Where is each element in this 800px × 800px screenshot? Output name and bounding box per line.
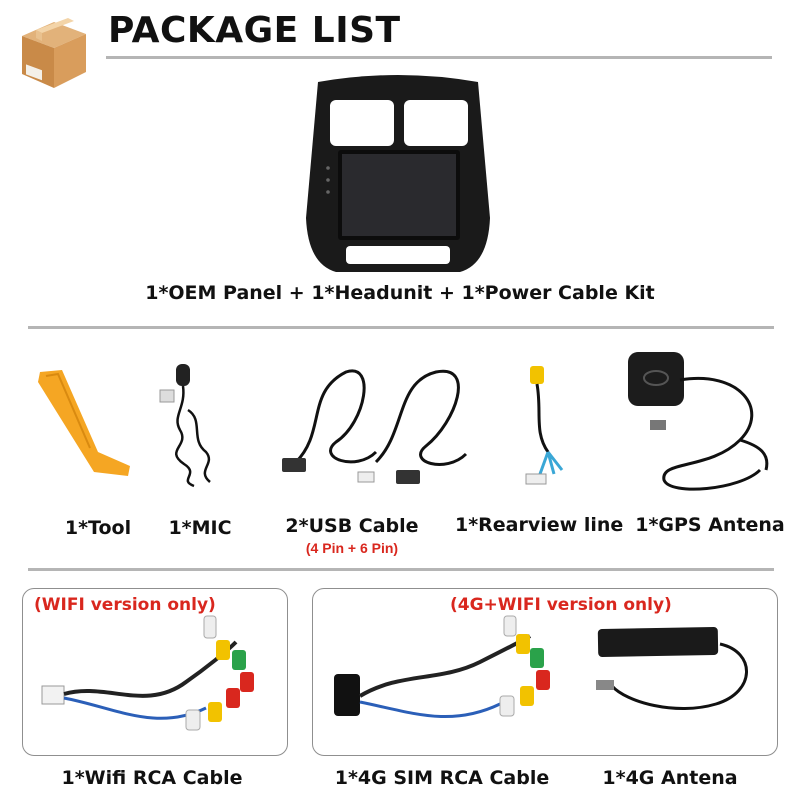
4g-sim-rca-cable-icon — [330, 612, 560, 748]
main-divider — [28, 326, 774, 329]
version-caption-4g-antenna: 1*4G Antena — [602, 767, 738, 789]
page-title: PACKAGE LIST — [108, 10, 401, 51]
usb-cable-icon — [276, 362, 486, 492]
accessory-caption-tool: 1*Tool — [64, 517, 132, 539]
header-divider — [106, 56, 772, 59]
accessory-caption-usb: 2*USB Cable — [285, 515, 419, 537]
accessory-caption-rearview: 1*Rearview line — [455, 514, 624, 536]
rca-cable-icon — [518, 362, 578, 492]
gps-antenna-icon — [620, 350, 776, 496]
wifi-version-note: (WIFI version only) — [34, 595, 216, 615]
accessories-divider — [28, 568, 774, 571]
accessory-caption-gps: 1*GPS Antena — [635, 514, 785, 536]
version-caption-4g-sim-rca: 1*4G SIM RCA Cable — [334, 767, 550, 789]
package-box-icon — [14, 14, 92, 92]
microphone-icon — [150, 360, 230, 490]
accessory-sub-usb: (4 Pin + 6 Pin) — [305, 540, 399, 556]
4g-antenna-icon — [586, 622, 762, 748]
version-caption-wifi-rca: 1*Wifi RCA Cable — [61, 767, 243, 789]
headunit-panel-image — [300, 68, 496, 274]
accessory-caption-mic: 1*MIC — [168, 517, 232, 539]
4g-wifi-version-note: (4G+WIFI version only) — [450, 595, 672, 615]
pry-tool-icon — [36, 368, 136, 480]
wifi-rca-cable-icon — [36, 612, 276, 748]
main-item-caption: 1*OEM Panel + 1*Headunit + 1*Power Cable… — [145, 282, 655, 304]
